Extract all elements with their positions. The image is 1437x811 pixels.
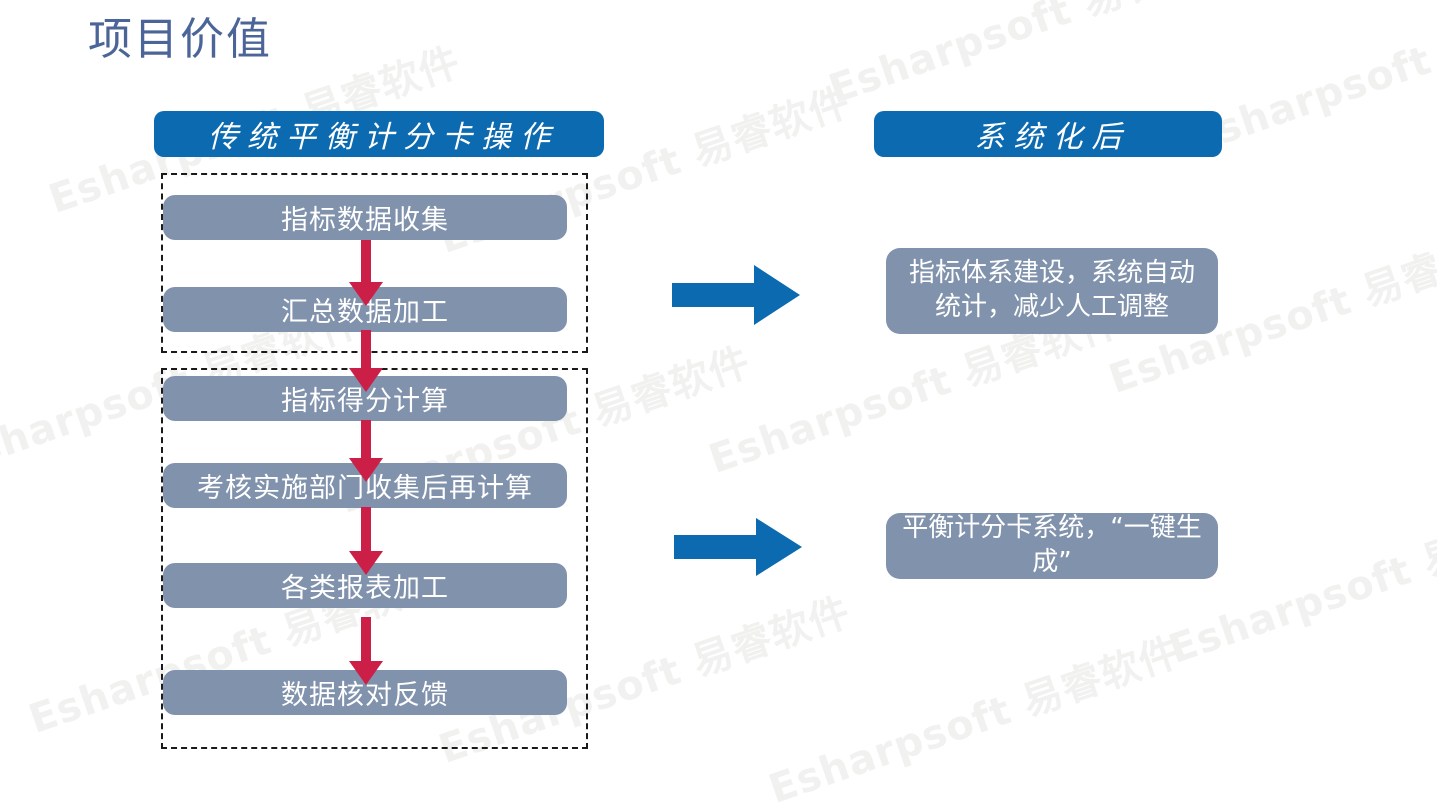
process-step-box[interactable]: 数据核对反馈 [163, 670, 567, 715]
right-block-arrow-icon [672, 265, 800, 325]
down-arrow-icon [348, 507, 384, 575]
down-arrow-icon [348, 617, 384, 685]
result-box[interactable]: 平衡计分卡系统，“一键生成” [886, 513, 1218, 579]
down-arrow-icon [348, 240, 384, 306]
column-header-traditional: 传统平衡计分卡操作 [154, 111, 604, 157]
process-step-box[interactable]: 考核实施部门收集后再计算 [163, 463, 567, 508]
down-arrow-icon [348, 330, 384, 392]
down-arrow-icon [348, 420, 384, 482]
column-header-systemized: 系统化后 [874, 111, 1222, 157]
process-step-box[interactable]: 指标数据收集 [163, 195, 567, 240]
watermark-text: Esharpsoft 易睿软件 [823, 0, 1247, 113]
result-box[interactable]: 指标体系建设，系统自动统计，减少人工调整 [886, 248, 1218, 334]
process-group-1 [161, 173, 588, 353]
watermark-text: Esharpsoft 易睿软件 [763, 628, 1187, 811]
right-block-arrow-icon [674, 518, 802, 576]
page-title: 项目价值 [88, 14, 272, 65]
